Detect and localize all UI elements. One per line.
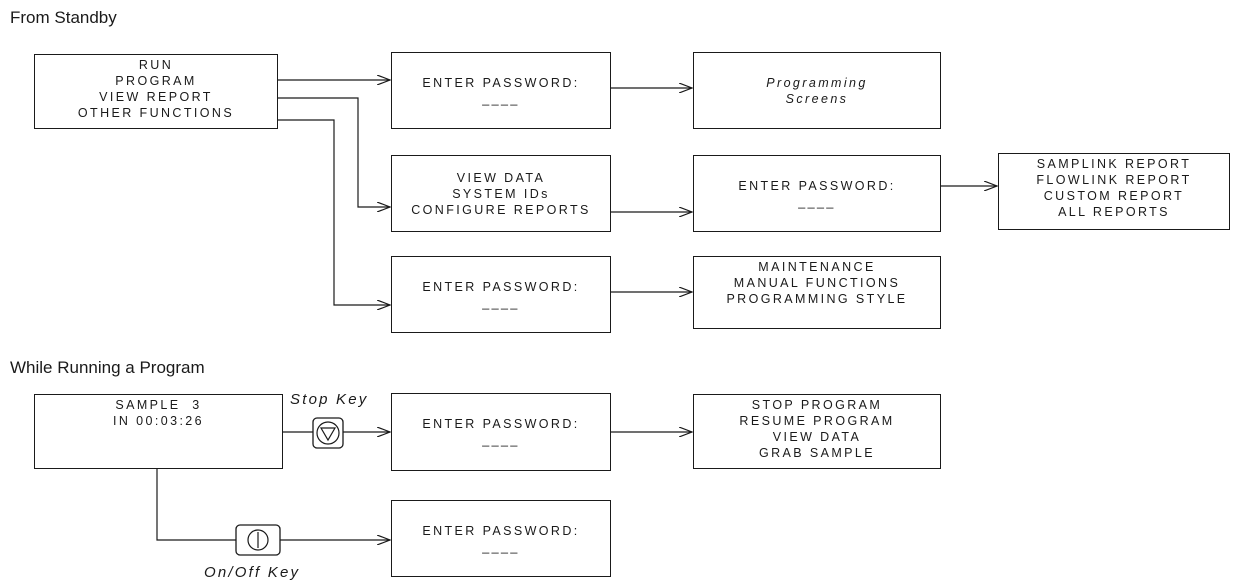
- menu-item-system-ids[interactable]: SYSTEM IDs: [452, 186, 550, 201]
- menu-item-all-reports[interactable]: ALL REPORTS: [1058, 205, 1170, 219]
- view-menu-box[interactable]: VIEW DATA SYSTEM IDs CONFIGURE REPORTS: [391, 155, 611, 232]
- menu-item-flowlink-report[interactable]: FLOWLINK REPORT: [1036, 173, 1192, 187]
- running-display-box: SAMPLE 3 IN 00:03:26: [34, 394, 283, 469]
- sample-number: SAMPLE 3: [115, 398, 202, 412]
- password-prompt: ENTER PASSWORD:: [422, 523, 580, 538]
- password-prompt: ENTER PASSWORD:: [422, 417, 580, 431]
- password-prompt: ENTER PASSWORD:: [422, 279, 580, 294]
- password-prompt: ENTER PASSWORD:: [422, 75, 580, 90]
- other-menu-box[interactable]: MAINTENANCE MANUAL FUNCTIONS PROGRAMMING…: [693, 256, 941, 329]
- reports-menu-box[interactable]: SAMPLINK REPORT FLOWLINK REPORT CUSTOM R…: [998, 153, 1230, 230]
- menu-item-custom-report[interactable]: CUSTOM REPORT: [1043, 189, 1185, 203]
- on-off-key-label: On/Off Key: [204, 564, 301, 581]
- screens-label: Screens: [785, 91, 849, 106]
- countdown-time: IN 00:03:26: [112, 414, 205, 428]
- menu-item-stop-program[interactable]: STOP PROGRAM: [751, 398, 883, 412]
- main-menu-box[interactable]: RUN PROGRAM VIEW REPORT OTHER FUNCTIONS: [34, 54, 278, 129]
- heading-while-running: While Running a Program: [10, 358, 205, 377]
- menu-item-view-data[interactable]: VIEW DATA: [456, 170, 546, 185]
- password-program-box[interactable]: ENTER PASSWORD: ____: [391, 52, 611, 129]
- menu-item-grab-sample[interactable]: GRAB SAMPLE: [758, 446, 875, 460]
- menu-item-manual-functions[interactable]: MANUAL FUNCTIONS: [733, 276, 901, 290]
- password-field[interactable]: ____: [482, 91, 520, 106]
- password-prompt: ENTER PASSWORD:: [738, 178, 896, 193]
- password-reports-box[interactable]: ENTER PASSWORD: ____: [693, 155, 941, 232]
- password-field[interactable]: ____: [482, 433, 520, 447]
- programming-label: Programming: [766, 75, 868, 90]
- menu-item-run[interactable]: RUN: [138, 58, 174, 72]
- menu-item-programming-style[interactable]: PROGRAMMING STYLE: [726, 292, 908, 306]
- line-display-to-onoff-key: [156, 469, 236, 541]
- password-field[interactable]: ____: [798, 194, 836, 209]
- menu-item-other-functions[interactable]: OTHER FUNCTIONS: [77, 106, 235, 120]
- menu-item-resume-program[interactable]: RESUME PROGRAM: [739, 414, 895, 428]
- stop-menu-box[interactable]: STOP PROGRAM RESUME PROGRAM VIEW DATA GR…: [693, 394, 941, 469]
- heading-from-standby: From Standby: [10, 8, 117, 27]
- menu-item-configure-reports[interactable]: CONFIGURE REPORTS: [411, 202, 591, 217]
- stop-key-label: Stop Key: [290, 391, 369, 408]
- menu-item-view-data[interactable]: VIEW DATA: [772, 430, 862, 444]
- menu-item-maintenance[interactable]: MAINTENANCE: [758, 260, 876, 274]
- password-stop-box[interactable]: ENTER PASSWORD: ____: [391, 393, 611, 471]
- password-field[interactable]: ____: [482, 539, 520, 554]
- menu-item-view-report[interactable]: VIEW REPORT: [99, 90, 213, 104]
- stop-key-icon[interactable]: [312, 417, 344, 449]
- menu-item-samplink-report[interactable]: SAMPLINK REPORT: [1036, 157, 1192, 171]
- on-off-key-icon[interactable]: [235, 524, 281, 556]
- arrow-main-to-view-menu: [278, 97, 390, 207]
- arrow-main-to-password-other: [278, 119, 390, 305]
- menu-item-program[interactable]: PROGRAM: [115, 74, 197, 88]
- password-onoff-box[interactable]: ENTER PASSWORD: ____: [391, 500, 611, 577]
- programming-screens-box: Programming Screens: [693, 52, 941, 129]
- password-field[interactable]: ____: [482, 295, 520, 310]
- password-other-box[interactable]: ENTER PASSWORD: ____: [391, 256, 611, 333]
